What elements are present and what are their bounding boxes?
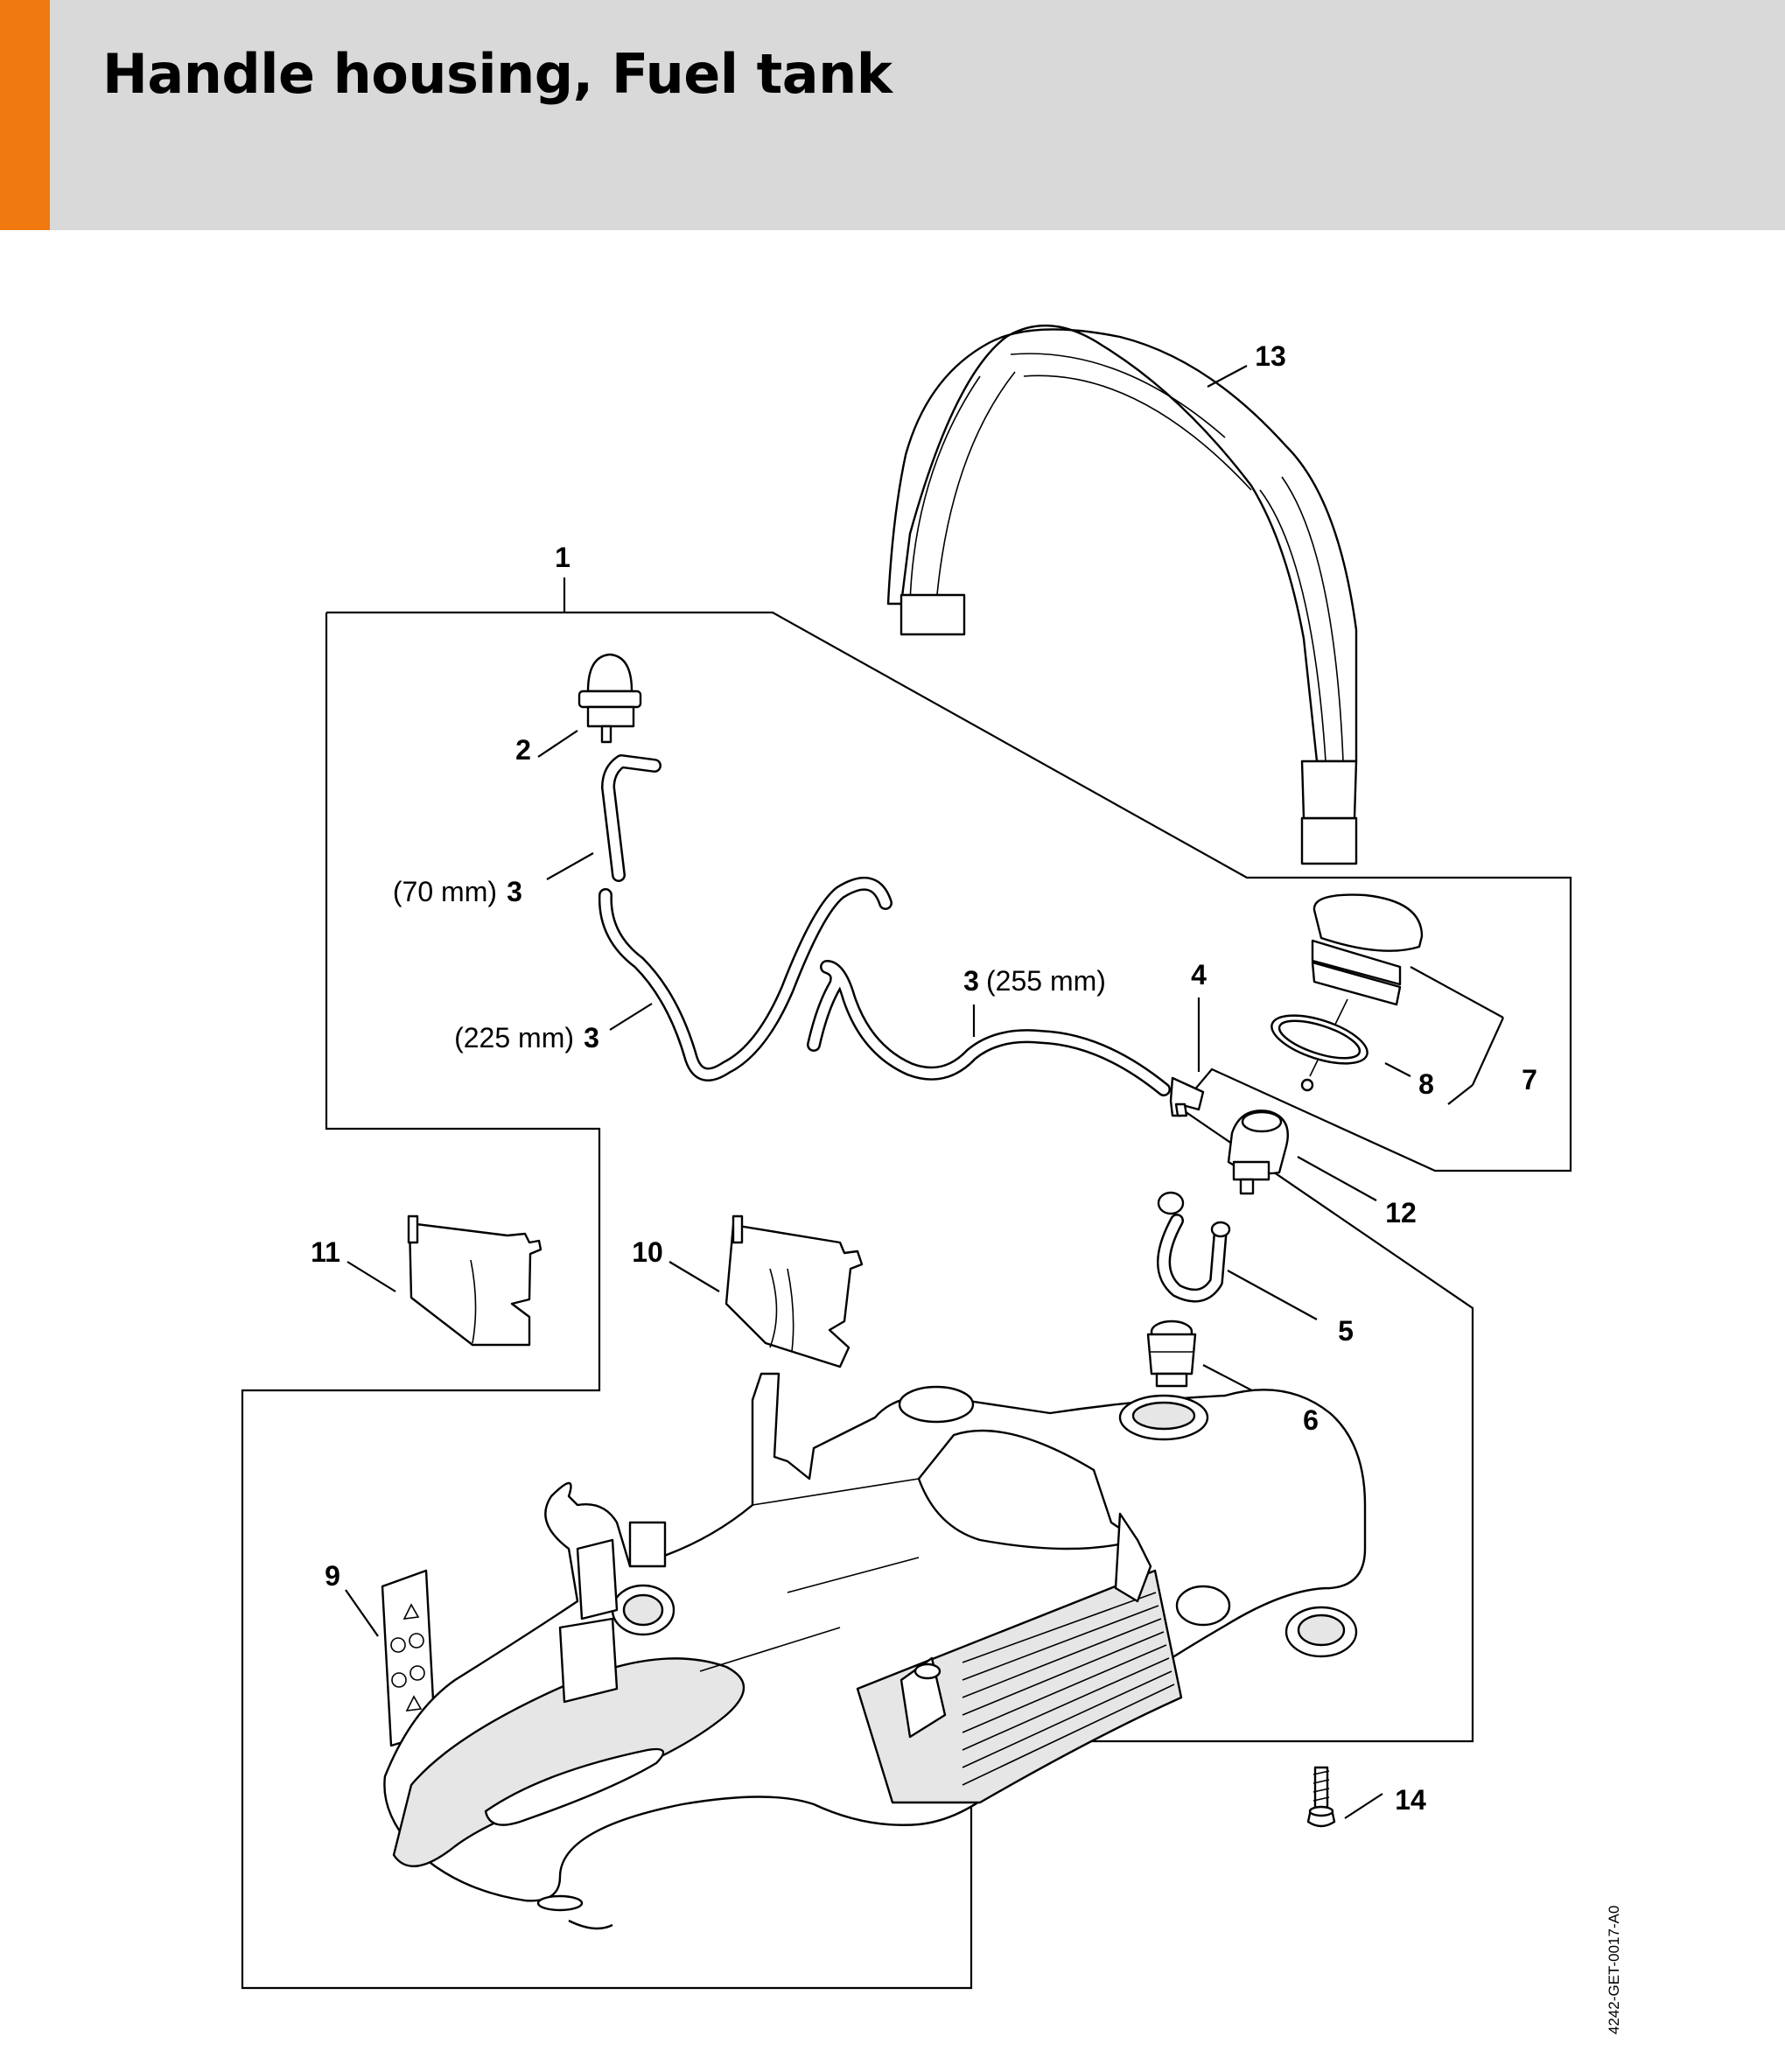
primer-bulb — [578, 653, 642, 744]
callout-3b-size: (225 mm) — [454, 1022, 574, 1054]
leader-14 — [1344, 1793, 1383, 1819]
handle-housing — [383, 1372, 1367, 1930]
callout-10: 10 — [632, 1236, 663, 1268]
leader-12 — [1297, 1156, 1377, 1201]
leader-3b — [609, 1003, 653, 1031]
leader-11 — [346, 1261, 396, 1292]
callout-3c-num: 3 — [963, 965, 979, 997]
seal-ring-inner — [1278, 1019, 1362, 1060]
u-shaped-hose — [1157, 1191, 1231, 1303]
callout-8: 8 — [1418, 1068, 1434, 1100]
callout-1: 1 — [555, 542, 570, 573]
callout-3c-size: (255 mm) — [986, 965, 1106, 997]
tank-cap — [1309, 893, 1424, 1077]
leader-7-top — [1410, 966, 1504, 1018]
leader-10 — [668, 1261, 720, 1292]
callout-3b-num: 3 — [584, 1022, 599, 1054]
callout-12: 12 — [1385, 1197, 1417, 1228]
page-title: Handle housing, Fuel tank — [102, 42, 892, 106]
callout-4: 4 — [1191, 959, 1207, 990]
callout-5: 5 — [1338, 1315, 1354, 1347]
leader-3a — [546, 852, 594, 880]
assembly-1-outline — [241, 611, 1572, 1990]
leader-7-bottom — [1447, 1084, 1474, 1105]
heat-shield-large — [724, 1214, 864, 1368]
callout-13: 13 — [1255, 340, 1286, 372]
handle-foot-left — [900, 593, 966, 636]
screw — [1306, 1766, 1336, 1828]
callout-2: 2 — [515, 734, 531, 766]
callout-14: 14 — [1395, 1784, 1426, 1816]
fuel-fitting — [1169, 1076, 1205, 1117]
callout-11: 11 — [311, 1236, 340, 1268]
brand-accent-stripe — [0, 0, 50, 230]
leader-8 — [1384, 1062, 1411, 1077]
front-handle-bar — [886, 324, 1358, 865]
leader-5 — [1227, 1270, 1318, 1320]
leader-9 — [345, 1589, 379, 1637]
callout-7: 7 — [1522, 1064, 1537, 1096]
leader-13 — [1207, 365, 1248, 388]
callout-3a-size: (70 mm) — [393, 876, 497, 907]
callout-9: 9 — [325, 1560, 340, 1592]
leader-7-bracket — [1471, 1017, 1505, 1086]
callout-3a-num: 3 — [507, 876, 522, 907]
handle-foot-right — [1300, 816, 1358, 865]
callout-6: 6 — [1303, 1404, 1319, 1436]
header-bar — [0, 0, 1785, 230]
drawing-code: 4242-GET-0017-A0 — [1606, 1906, 1622, 2034]
fuel-hose-255mm — [807, 960, 1171, 1096]
valve — [1146, 1320, 1197, 1388]
leader-2 — [537, 730, 578, 758]
fuel-hose-225mm — [598, 877, 892, 1082]
heat-shield-small — [407, 1214, 542, 1347]
tank-vent-filter — [1227, 1110, 1289, 1195]
fuel-hose-70mm — [601, 754, 662, 882]
